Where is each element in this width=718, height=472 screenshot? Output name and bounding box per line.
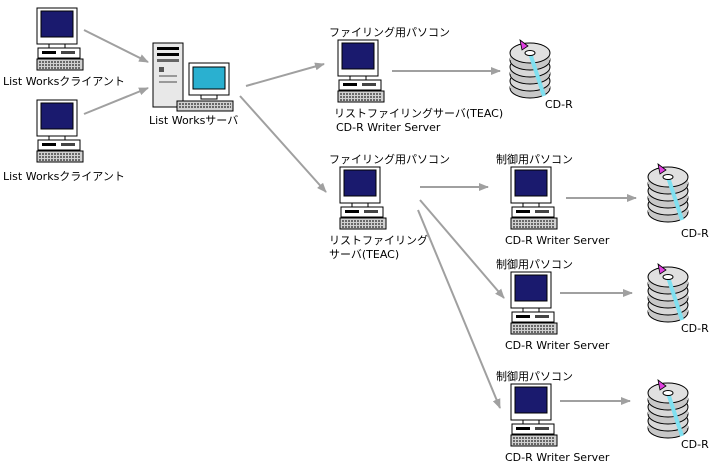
filing-pc-top-caption-1: リストファイリングサーバ(TEAC) bbox=[334, 106, 503, 120]
control-pc-3-computer-icon bbox=[510, 383, 558, 447]
cdr-3-label: CD-R bbox=[681, 322, 709, 335]
filing-pc-mid-caption-1: リストファイリング bbox=[329, 233, 428, 247]
arrow-filing-mid-to-control2 bbox=[419, 199, 505, 299]
client1-computer-icon bbox=[36, 7, 84, 71]
client2-label: List Worksクライアント bbox=[3, 170, 125, 183]
control-pc-3-caption: CD-R Writer Server bbox=[505, 451, 610, 464]
control-pc-1-caption: CD-R Writer Server bbox=[505, 234, 610, 247]
control-pc-3-title: 制御用パソコン bbox=[496, 369, 573, 383]
arrow-server-to-filing-top bbox=[245, 62, 325, 87]
cdr-stack-1-icon bbox=[508, 38, 552, 100]
control-pc-1-computer-icon bbox=[510, 166, 558, 230]
cdr-2-label: CD-R bbox=[681, 227, 709, 240]
server-tower-icon bbox=[152, 42, 234, 112]
cdr-stack-4-icon bbox=[646, 378, 690, 440]
control-pc-2-computer-icon bbox=[510, 271, 558, 335]
arrow-filing-mid-to-control3 bbox=[417, 209, 501, 409]
arrow-client2-to-server bbox=[83, 87, 149, 115]
cdr-4-label: CD-R bbox=[681, 438, 709, 451]
client1-label: List Worksクライアント bbox=[3, 75, 125, 88]
control-pc-2-title: 制御用パソコン bbox=[496, 257, 573, 271]
cdr-stack-2-icon bbox=[646, 162, 690, 224]
server-label: List Worksサーバ bbox=[149, 114, 238, 127]
filing-pc-mid-caption-2: サーバ(TEAC) bbox=[329, 248, 399, 261]
filing-pc-mid-title: ファイリング用パソコン bbox=[329, 152, 450, 166]
filing-pc-top-computer-icon bbox=[337, 39, 385, 103]
arrow-client1-to-server bbox=[83, 29, 149, 63]
arrow-server-to-filing-mid bbox=[239, 95, 327, 193]
control-pc-2-caption: CD-R Writer Server bbox=[505, 339, 610, 352]
filing-pc-top-caption-2: CD-R Writer Server bbox=[336, 121, 441, 134]
filing-pc-top-title: ファイリング用パソコン bbox=[329, 25, 450, 39]
filing-pc-mid-computer-icon bbox=[339, 166, 387, 230]
cdr-1-label: CD-R bbox=[545, 98, 573, 111]
control-pc-1-title: 制御用パソコン bbox=[496, 152, 573, 166]
client2-computer-icon bbox=[36, 99, 84, 163]
cdr-stack-3-icon bbox=[646, 262, 690, 324]
